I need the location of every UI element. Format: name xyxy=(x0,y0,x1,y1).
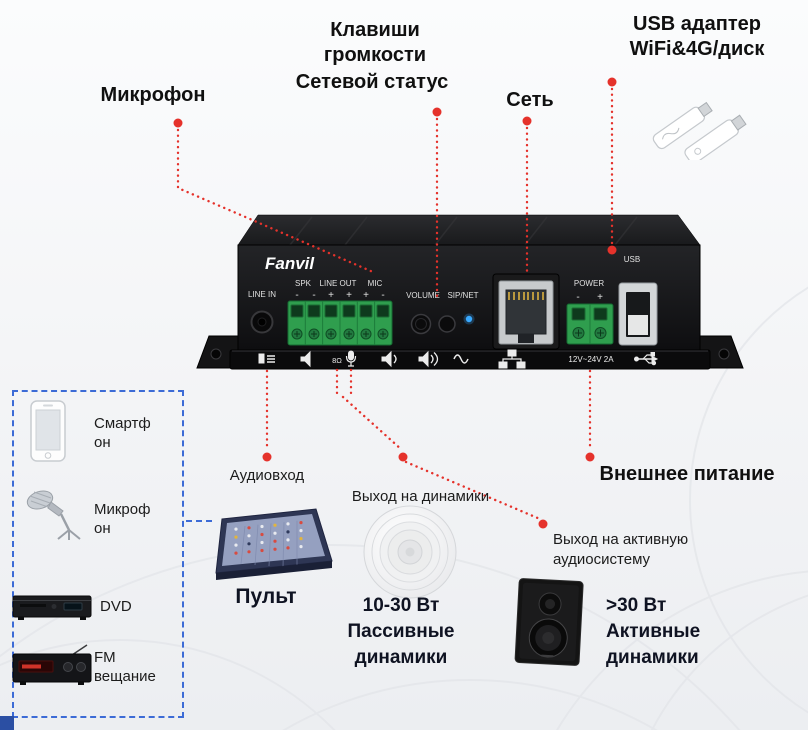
microphone-icon xyxy=(26,490,81,540)
ethernet-port xyxy=(492,273,560,350)
device-top-face xyxy=(237,214,701,246)
usb-dongles-illustration xyxy=(652,101,747,160)
speaker-icon xyxy=(300,350,311,368)
output-terminal-block xyxy=(287,300,393,346)
fm-radio-icon xyxy=(12,644,92,685)
volume-label: VOLUME xyxy=(406,291,440,300)
label-volume-keys: Клавиши громкости xyxy=(323,19,427,66)
sipnet-button xyxy=(438,315,456,333)
label-usb-adapter: USB адаптер WiFi&4G/диск xyxy=(629,13,765,60)
svg-text:-: - xyxy=(381,290,384,301)
4g-dongle xyxy=(684,114,747,160)
volume-knob xyxy=(410,313,432,335)
wave-icon xyxy=(453,354,469,364)
mic-label: MIC xyxy=(368,279,383,288)
label-active-system-output: Выход на активную аудиосистему xyxy=(553,531,689,568)
label-network-status: Сетевой статус xyxy=(295,71,449,93)
panel-icon-row: 8Ω 12V~24V 2A xyxy=(258,349,659,369)
polarity-marks: - - + + + - xyxy=(295,290,384,301)
active-speaker-illustration xyxy=(514,578,584,666)
wifi-dongle xyxy=(652,101,713,150)
sipnet-label: SIP/NET xyxy=(447,291,478,300)
usb-port xyxy=(618,282,658,346)
svg-text:+: + xyxy=(328,290,334,301)
source-label-microphone: Микрофон xyxy=(94,501,151,537)
svg-text:-: - xyxy=(576,292,579,303)
svg-text:-: - xyxy=(312,290,315,301)
mounting-ears xyxy=(196,335,744,369)
line-out-label: LINE OUT xyxy=(320,279,357,288)
impedance-icon: 8Ω xyxy=(332,356,342,365)
loud-speaker-icon xyxy=(418,350,439,368)
mic-icon xyxy=(345,350,357,367)
audio-in-icon xyxy=(258,353,275,364)
svg-text:-: - xyxy=(295,290,298,301)
label-mixer: Пульт xyxy=(235,585,297,608)
source-label-dvd: DVD xyxy=(100,598,132,615)
usb-port-label: USB xyxy=(624,255,640,264)
label-external-power: Внешнее питание xyxy=(599,463,775,485)
status-led xyxy=(463,313,475,325)
mixer-knobs xyxy=(234,521,303,555)
svg-text:+: + xyxy=(346,290,352,301)
power-rating-label: 12V~24V 2A xyxy=(568,355,614,364)
power-label: POWER xyxy=(574,279,604,288)
power-terminal-block xyxy=(566,303,614,345)
corner-accent xyxy=(0,716,14,730)
source-label-smartphone: Смартфон xyxy=(94,415,151,451)
usb-symbol-icon xyxy=(634,352,659,366)
dvd-player-icon xyxy=(12,595,92,620)
svg-text:+: + xyxy=(597,292,603,303)
label-active-speakers: >30 Вт Активные динамики xyxy=(606,595,701,668)
label-speaker-output: Выход на динамики xyxy=(351,488,490,505)
source-label-fm: FM вещание xyxy=(94,649,156,685)
brand-logo: Fanvil xyxy=(265,254,315,273)
svg-text:+: + xyxy=(363,290,369,301)
device-illustration: Fanvil LINE IN SPK LINE OUT MIC -- ++ +- xyxy=(196,214,744,370)
mixer-illustration xyxy=(215,508,333,580)
label-passive-speakers: 10-30 Вт Пассивные динамики xyxy=(347,595,455,668)
speaker-wave-icon xyxy=(381,350,397,368)
line-in-label: LINE IN xyxy=(248,290,276,299)
power-polarity-marks: - + xyxy=(576,292,603,303)
label-microphone: Микрофон xyxy=(100,84,206,106)
label-network: Сеть xyxy=(506,89,554,111)
smartphone-icon xyxy=(30,400,66,462)
network-icon xyxy=(498,349,526,369)
ceiling-speaker-illustration xyxy=(363,505,457,599)
audio-sources-box xyxy=(12,390,184,718)
spk-label: SPK xyxy=(295,279,312,288)
label-audio-input: Аудиовход xyxy=(229,467,305,484)
line-in-jack xyxy=(250,310,274,334)
